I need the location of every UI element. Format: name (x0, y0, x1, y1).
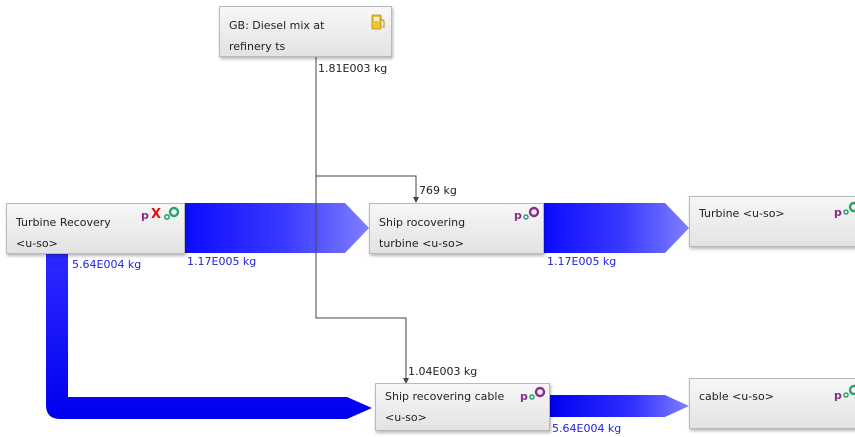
process-label-cable: cable <u-so> (699, 390, 774, 403)
process-p-icon: p (520, 390, 528, 403)
flow-label-ship-turbine-to-turbine: 1.17E005 kg (547, 255, 617, 268)
process-gear-icon (523, 206, 540, 220)
process-box-ship-cable[interactable]: Ship recovering cable <u-so> p (375, 383, 550, 431)
process-box-diesel-mix[interactable]: GB: Diesel mix at refinery ts (219, 6, 392, 57)
process-p-icon: p (514, 209, 522, 222)
process-box-cable[interactable]: cable <u-so> p (689, 378, 855, 429)
process-gear-icon (843, 384, 855, 398)
connector-arrowhead-ship-cable (403, 378, 409, 384)
flow-arrow-recovery-to-ship-turbine (183, 203, 369, 253)
process-box-turbine-recovery[interactable]: Turbine Recovery <u-so> p X (6, 203, 185, 254)
flow-label-ship-cable-to-cable: 5.64E004 kg (552, 422, 622, 435)
process-gear-icon (529, 386, 546, 400)
flow-label-recovery-to-ship-turbine: 1.17E005 kg (187, 255, 257, 268)
process-label-turbine-recovery: Turbine Recovery <u-so> (16, 216, 111, 250)
process-label-diesel-mix: GB: Diesel mix at refinery ts (229, 19, 325, 53)
flow-arrow-ship-cable-to-cable (549, 395, 689, 417)
flow-label-to-ship-cable: 1.04E003 kg (408, 365, 478, 378)
connector-arrowhead-ship-turbine (413, 197, 419, 203)
flow-label-diesel-out: 1.81E003 kg (318, 62, 388, 75)
process-p-icon: p (141, 209, 149, 222)
process-label-ship-cable: Ship recovering cable <u-so> (385, 390, 505, 424)
flow-label-to-ship-turbine: 769 kg (419, 184, 457, 197)
process-p-icon: p (834, 206, 842, 219)
flow-arrow-recovery-to-ship-cable (46, 253, 372, 419)
process-label-turbine: Turbine <u-so> (699, 207, 785, 220)
process-gear-icon (163, 206, 180, 221)
process-p-icon: p (834, 389, 842, 402)
process-label-ship-turbine: Ship rocovering turbine <u-so> (379, 216, 466, 250)
red-x-icon: X (151, 207, 162, 222)
diesel-connector-lines (315, 57, 417, 382)
process-gear-icon (843, 201, 855, 215)
process-box-turbine[interactable]: Turbine <u-so> p (689, 196, 855, 247)
flow-arrow-ship-turbine-to-turbine (543, 203, 689, 253)
fuel-pump-icon (371, 14, 385, 30)
process-box-ship-turbine[interactable]: Ship rocovering turbine <u-so> p (369, 203, 544, 254)
flow-label-recovery-to-cable: 5.64E004 kg (72, 258, 142, 271)
